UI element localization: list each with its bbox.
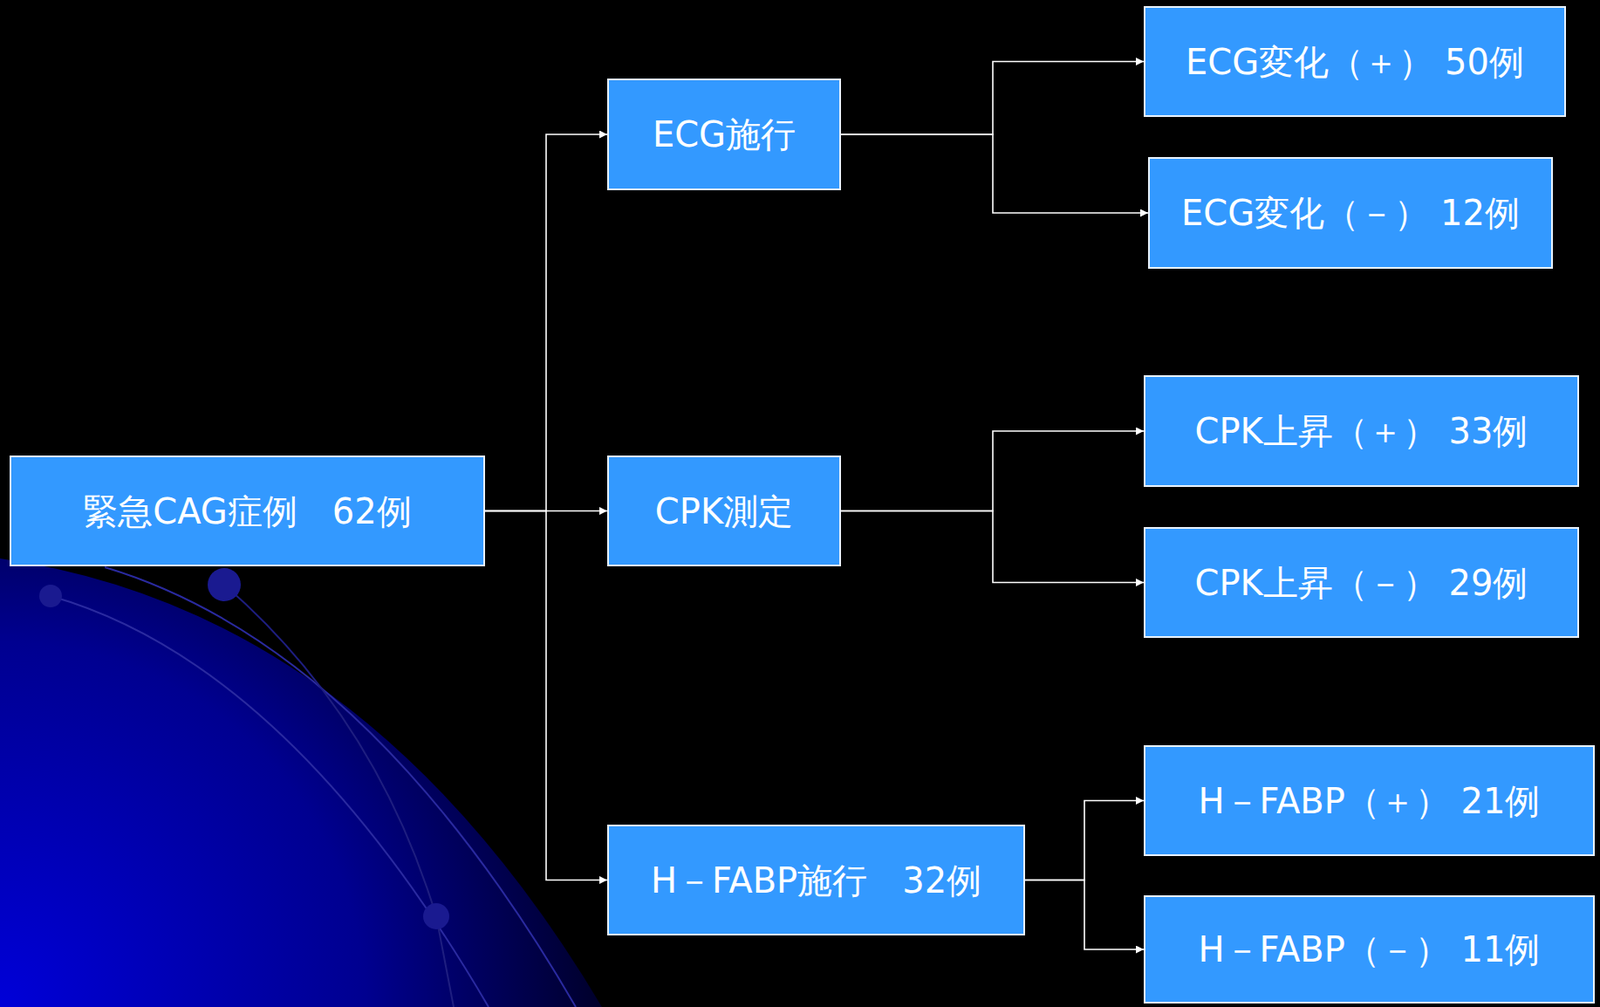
box-label: ECG変化（－） 12例 <box>1181 191 1520 234</box>
decor-dot <box>423 902 450 930</box>
box-label: CPK上昇（－） 29例 <box>1195 561 1529 604</box>
box-label: 緊急CAG症例 62例 <box>82 490 411 533</box>
decor-curve <box>50 595 489 1007</box>
process-box: CPK上昇（－） 29例 <box>1143 526 1580 638</box>
box-label: H－FABP（－） 11例 <box>1198 928 1541 971</box>
connector-arrow <box>841 61 1144 136</box>
connector-arrow <box>485 134 608 512</box>
box-label: CPK上昇（＋） 33例 <box>1195 410 1529 452</box>
box-label: CPK測定 <box>655 490 794 533</box>
connector-arrow <box>841 134 1149 213</box>
process-box: ECG変化（＋） 50例 <box>1143 6 1566 117</box>
connector-arrow <box>1025 800 1144 881</box>
corner-glow <box>0 558 602 1007</box>
connector-arrow <box>841 511 1144 583</box>
decor-curve <box>224 584 454 1007</box>
box-label: H－FABP（＋） 21例 <box>1198 779 1541 822</box>
process-box: CPK測定 <box>607 455 842 567</box>
decor-dot <box>207 567 241 602</box>
process-box: 緊急CAG症例 62例 <box>9 455 486 567</box>
process-box: H－FABP（＋） 21例 <box>1143 745 1595 856</box>
connector-arrow <box>1025 880 1144 951</box>
box-label: ECG施行 <box>652 113 796 156</box>
decor-dot <box>39 584 62 608</box>
process-box: ECG施行 <box>607 78 842 191</box>
connector-arrow <box>485 511 608 881</box>
process-box: H－FABP（－） 11例 <box>1143 895 1595 1004</box>
connector-arrow <box>841 430 1144 512</box>
box-label: ECG変化（＋） 50例 <box>1185 41 1525 83</box>
decor-curve <box>104 567 576 1007</box>
process-box: CPK上昇（＋） 33例 <box>1143 375 1580 487</box>
process-box: H－FABP施行 32例 <box>607 824 1026 936</box>
process-box: ECG変化（－） 12例 <box>1148 157 1553 269</box>
box-label: H－FABP施行 32例 <box>650 859 982 902</box>
